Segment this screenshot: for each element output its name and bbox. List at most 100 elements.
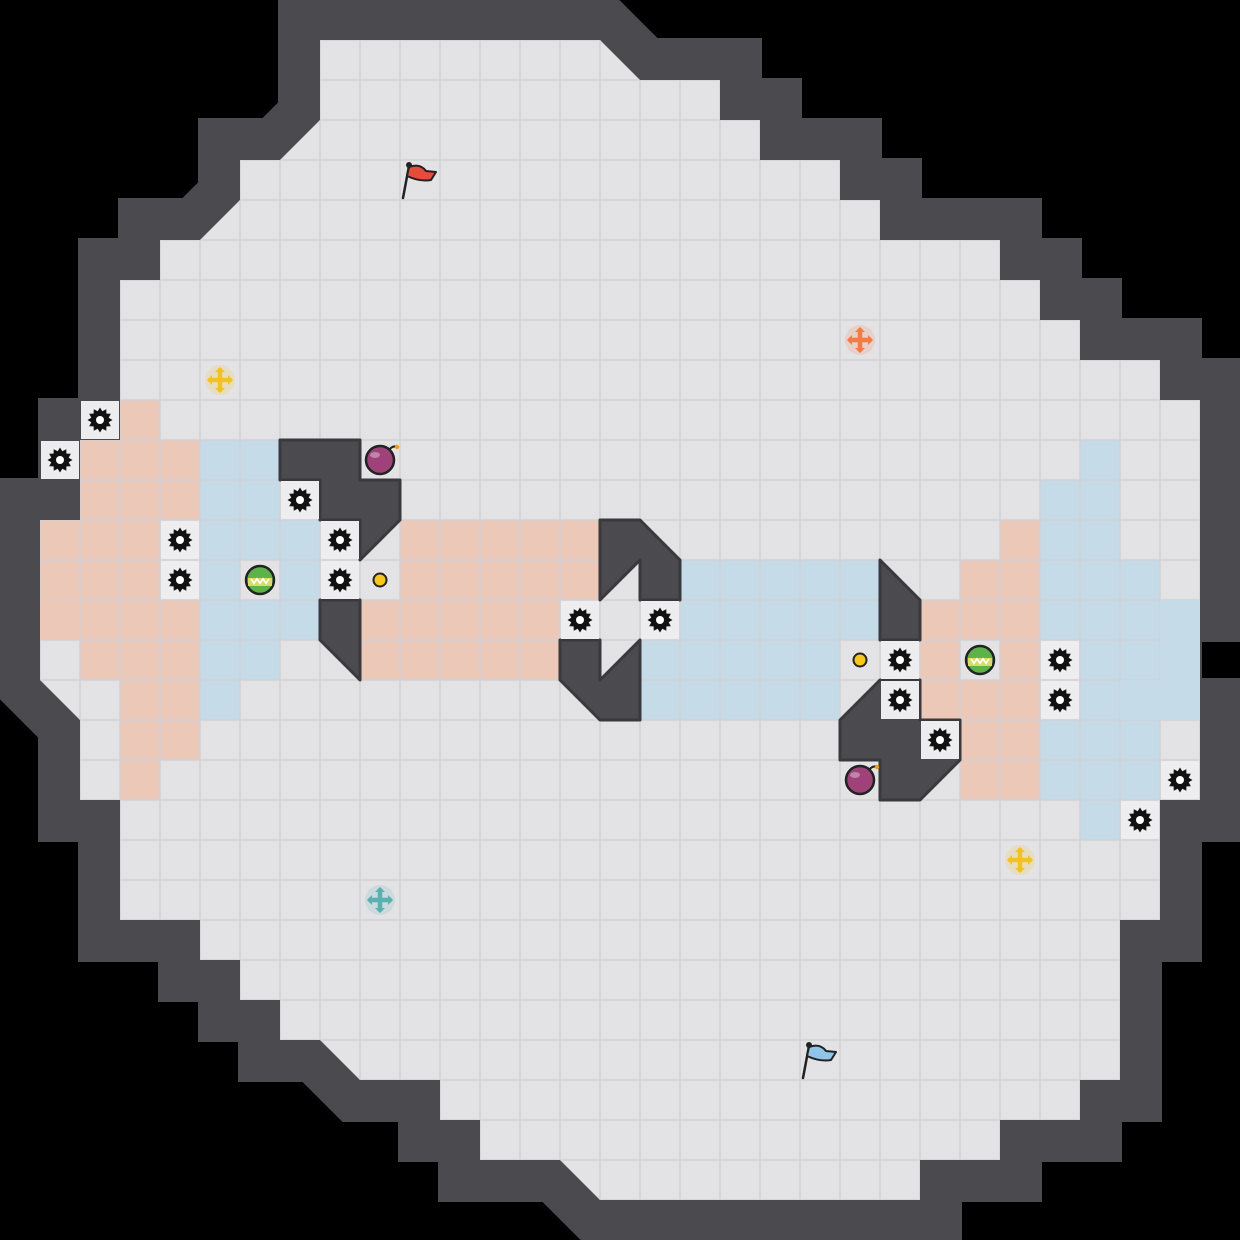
blue-zone-tile [720, 680, 760, 720]
red-zone-tile [480, 560, 520, 600]
inner-wall-block [878, 558, 922, 642]
blue-zone-tile [240, 600, 280, 640]
blue-zone-tile [800, 560, 840, 600]
red-zone-tile [120, 440, 160, 480]
blue-zone-tile [1080, 720, 1120, 760]
red-zone-tile [40, 520, 80, 560]
blue-zone-tile [1080, 440, 1120, 480]
blue-zone-tile [200, 520, 240, 560]
saw-icon [1121, 801, 1159, 839]
blue-zone-tile [760, 600, 800, 640]
red-zone-tile [960, 720, 1000, 760]
blue-zone-tile [1040, 720, 1080, 760]
blue-zone-tile [840, 560, 880, 600]
red-zone-tile [520, 640, 560, 680]
red-zone-tile [120, 480, 160, 520]
saw-icon [1161, 761, 1199, 799]
saw-icon [161, 561, 199, 599]
red-zone-tile [480, 520, 520, 560]
blue-zone-tile [800, 680, 840, 720]
blue-zone-tile [1120, 640, 1160, 680]
blue-zone-tile [1080, 480, 1120, 520]
blue-zone-tile [1120, 560, 1160, 600]
blue-zone-tile [1080, 600, 1120, 640]
blue-zone-tile [1120, 760, 1160, 800]
saw-icon [321, 561, 359, 599]
red-zone-tile [560, 560, 600, 600]
red-zone-tile [80, 560, 120, 600]
spawn-marker-icon [845, 325, 875, 355]
bomb-icon [364, 444, 400, 476]
red-zone-tile [920, 680, 960, 720]
blue-zone-tile [800, 640, 840, 680]
saw-icon [881, 641, 919, 679]
red-zone-tile [960, 560, 1000, 600]
blue-zone-tile [1040, 560, 1080, 600]
blue-zone-tile [1080, 560, 1120, 600]
saw-icon [281, 481, 319, 519]
blue-zone-tile [1120, 720, 1160, 760]
red-zone-tile [920, 600, 960, 640]
blue-flag-icon [801, 1042, 837, 1080]
inner-wall-block [598, 518, 682, 602]
spawn-marker-icon [205, 365, 235, 395]
red-zone-tile [520, 600, 560, 640]
blue-zone-tile [720, 640, 760, 680]
coins [372, 572, 868, 668]
red-zone-tile [1000, 720, 1040, 760]
red-zone-tile [960, 600, 1000, 640]
blue-zone-tile [1040, 760, 1080, 800]
blue-zone-tile [200, 440, 240, 480]
blue-zone-tile [1160, 600, 1200, 640]
blue-zone-tile [1080, 640, 1120, 680]
blue-zone-tile [640, 680, 680, 720]
red-zone-tile [440, 640, 480, 680]
saw-icon [881, 681, 919, 719]
red-zone-tile [160, 480, 200, 520]
saw-icon [1041, 681, 1079, 719]
blue-zone-tile [1080, 520, 1120, 560]
red-zone-tile [440, 560, 480, 600]
red-zone-tile [1000, 520, 1040, 560]
red-zone-tile [80, 440, 120, 480]
blue-zone-tile [1040, 480, 1080, 520]
blue-zone-tile [840, 600, 880, 640]
speed-boost-icon [244, 564, 276, 596]
red-zone-tile [360, 600, 400, 640]
red-zone-tile [160, 720, 200, 760]
blue-zone-tile [720, 560, 760, 600]
inner-wall-block [318, 598, 362, 682]
red-zone-tile [400, 640, 440, 680]
red-zone-tile [120, 520, 160, 560]
blue-zone-tile [1160, 680, 1200, 720]
blue-zone-tile [680, 600, 720, 640]
red-zone-tile [440, 600, 480, 640]
red-zone-tile [120, 560, 160, 600]
red-zone-tile [480, 640, 520, 680]
blue-zone-tile [760, 560, 800, 600]
blue-zone-tile [200, 480, 240, 520]
red-zone-tile [80, 480, 120, 520]
red-zone-tile [560, 520, 600, 560]
blue-zone-tile [200, 600, 240, 640]
red-zone-tile [160, 600, 200, 640]
red-zone-tile [440, 520, 480, 560]
blue-zone-tile [760, 640, 800, 680]
spawn-marker-icon [365, 885, 395, 915]
red-zone-tile [80, 600, 120, 640]
saw-icon [1041, 641, 1079, 679]
coin-icon [372, 572, 388, 588]
blue-zone-tile [280, 520, 320, 560]
saw-icon [321, 521, 359, 559]
red-zone-tile [160, 440, 200, 480]
red-team-zones [40, 400, 1040, 800]
red-zone-tile [1000, 640, 1040, 680]
blue-zone-tile [280, 560, 320, 600]
blue-zone-tile [240, 440, 280, 480]
inner-wall-block [278, 438, 402, 562]
blue-zone-tile [240, 640, 280, 680]
blue-zone-tile [720, 600, 760, 640]
saw-icon [641, 601, 679, 639]
red-zone-tile [120, 680, 160, 720]
